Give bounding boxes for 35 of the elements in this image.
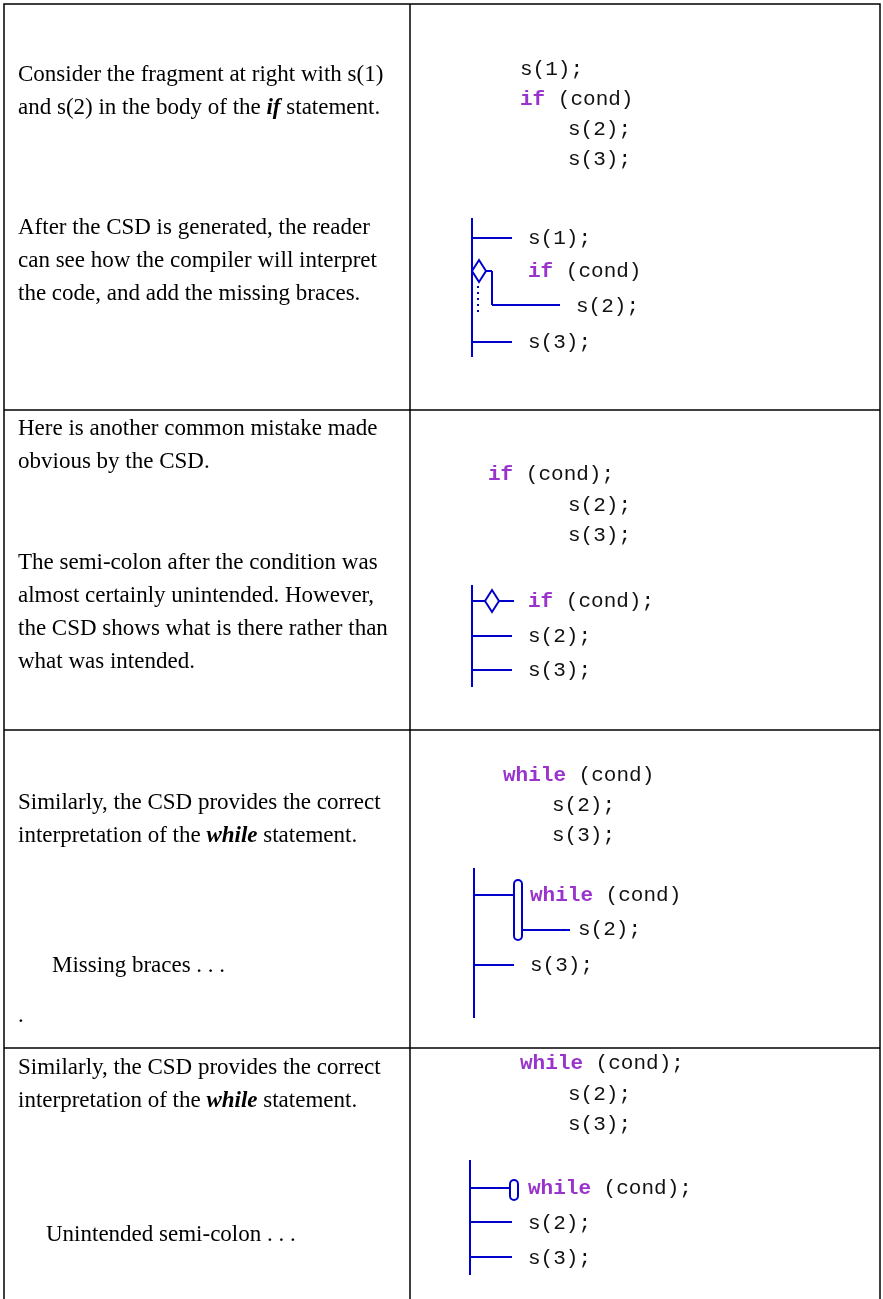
- code-line: s(2);: [568, 493, 631, 519]
- code-line: s(2);: [576, 294, 639, 320]
- code-line: s(2);: [552, 793, 615, 819]
- code-line: s(3);: [552, 823, 615, 849]
- code-line: s(3);: [568, 1112, 631, 1138]
- code-line: while (cond);: [528, 1176, 692, 1202]
- code-line: if (cond): [520, 87, 634, 113]
- code-line: s(3);: [568, 147, 631, 173]
- description-text: Here is another common mistake made obvious by the CSD.: [18, 414, 379, 475]
- code-line: s(3);: [568, 523, 631, 549]
- description-text: Consider the fragment at right with s(1) and s(2) in the body of the if statement.: [18, 60, 385, 121]
- code-line: s(2);: [528, 624, 591, 650]
- code-line: s(2);: [568, 1082, 631, 1108]
- code-line: s(2);: [568, 117, 631, 143]
- code-line: s(1);: [520, 57, 583, 83]
- code-line: if (cond): [528, 259, 642, 285]
- description-text: Similarly, the CSD provides the correct interpretation of the while statement.: [18, 788, 382, 849]
- code-line: while (cond): [503, 763, 655, 789]
- code-line: while (cond): [530, 883, 682, 909]
- code-line: s(3);: [530, 953, 593, 979]
- description-text: The semi-colon after the condition was almost certainly unintended. However, the CSD shows what is there rather than what was intended.: [18, 548, 389, 675]
- code-line: if (cond);: [528, 589, 655, 615]
- description-text: After the CSD is generated, the reader can see how the compiler will interpret the code, and add the missing braces.: [18, 213, 378, 307]
- code-line: s(3);: [528, 658, 591, 684]
- code-line: if (cond);: [488, 462, 615, 488]
- code-line: s(1);: [528, 226, 591, 252]
- description-text: Unintended semi-colon . . .: [46, 1220, 297, 1248]
- code-line: s(3);: [528, 1246, 591, 1272]
- code-line: s(2);: [528, 1211, 591, 1237]
- description-text: Similarly, the CSD provides the correct interpretation of the while statement.: [18, 1053, 382, 1114]
- code-line: s(3);: [528, 330, 591, 356]
- code-line: s(2);: [578, 917, 641, 943]
- description-text: .: [18, 1001, 25, 1029]
- description-text: Missing braces . . .: [52, 951, 227, 979]
- code-line: while (cond);: [520, 1051, 684, 1077]
